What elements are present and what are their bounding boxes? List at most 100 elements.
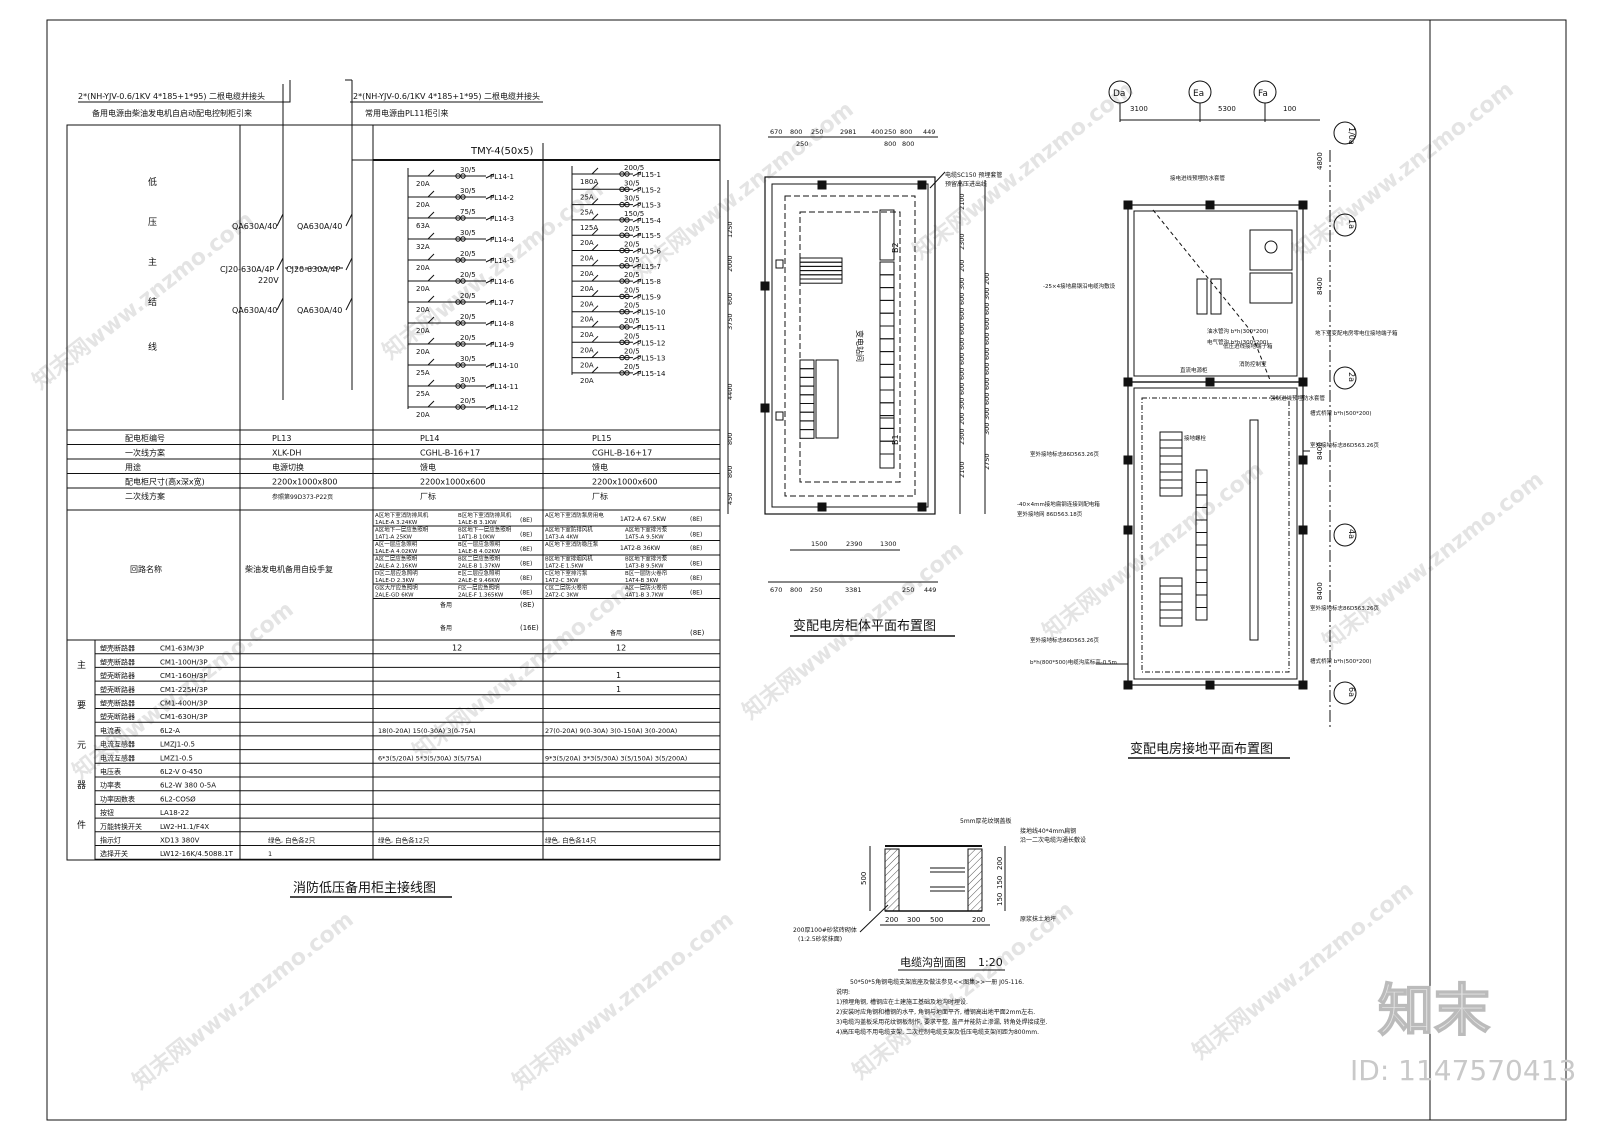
ct-symbol — [619, 217, 625, 223]
arrow-tick — [632, 339, 642, 345]
axis-label: 1/0a — [1347, 127, 1356, 145]
spare-pl14: 备用 — [440, 601, 452, 609]
pl14-branches: 20A30/5PL14-120A30/5PL14-263A75/5PL14-33… — [407, 166, 518, 419]
table-cell-pl14: 厂标 — [420, 491, 436, 501]
ct-symbol — [624, 263, 630, 269]
cabinet — [1159, 431, 1183, 441]
dim-right-value: 600 — [958, 338, 966, 350]
ct-symbol — [624, 324, 630, 330]
dim-right-value: 2300 — [958, 233, 966, 250]
trench-left-wall — [884, 848, 900, 912]
table-cell-pl15: 馈电 — [592, 462, 608, 472]
arrow-tick — [485, 299, 495, 305]
ground-note-repeat: 室外接地标志86D563.26页 — [1310, 604, 1379, 612]
single-line-title: 消防低压备用柜主接线图 — [293, 880, 436, 896]
component-model: LMZJ1-0.5 — [160, 741, 195, 749]
control-panel — [1196, 278, 1208, 315]
fuse-rating: 20A — [580, 239, 594, 247]
column — [1205, 200, 1215, 210]
table-cell-pl14: CGHL-B-16+17 — [420, 449, 480, 458]
circuit-id: PL15-13 — [637, 355, 665, 363]
ground-note: 地下室变配电房零电位接地端子箱 — [1315, 329, 1398, 337]
circuit-pl14-b-load: 1ALE-B 3.1KW — [458, 520, 497, 526]
fuse-rating: 20A — [580, 346, 594, 354]
side-char-1: 低 — [148, 176, 157, 188]
cable-right-note: 常用电源由PL11柜引来 — [365, 108, 448, 118]
fuse-rating: 20A — [416, 327, 430, 335]
table-cell-pl13: XLK-DH — [272, 449, 301, 458]
ct-symbol — [455, 278, 461, 284]
arrow-tick — [632, 232, 642, 238]
circuit-pl14-b: B区地下室消防排风机 — [458, 511, 512, 519]
components-side-char: 器 — [77, 780, 86, 791]
circuit-id: PL15-9 — [637, 293, 661, 301]
component-model: CM1-630H/3P — [160, 713, 208, 721]
feeder-left — [278, 80, 291, 103]
ground-plan-columns — [1123, 200, 1308, 690]
watermark-text: 知末网www.znzmo.com — [1318, 466, 1549, 654]
brand-logo: 知末 — [1378, 979, 1490, 1044]
cabinet — [1159, 585, 1183, 595]
ct-symbol — [624, 247, 630, 254]
ct-symbol — [460, 215, 466, 221]
dim-left-value: 800 — [726, 466, 734, 478]
branch-switch — [427, 211, 435, 219]
dim-bottom-value: 250 — [810, 586, 822, 594]
ground-loop — [1141, 397, 1290, 673]
ct-ratio: 20/5 — [624, 286, 640, 294]
dim-right-value: 600 — [958, 293, 966, 305]
ct-symbol — [455, 341, 461, 347]
ct-symbol — [619, 232, 625, 238]
contactor-right: CJ20-630A/4P — [286, 265, 341, 274]
sheet-border — [46, 19, 1567, 1121]
dim-value: 100 — [1283, 105, 1296, 113]
dim-right-value: 600 — [958, 323, 966, 335]
circuit-pl15-b: B区一层防火卷帘 — [625, 569, 668, 577]
dim-mid-value: 2390 — [846, 540, 863, 548]
cabinet — [879, 261, 895, 276]
watermark-text: 知末网www.znzmo.com — [1038, 456, 1269, 644]
components-side-char: 件 — [77, 819, 86, 831]
ct-symbol — [455, 383, 461, 389]
arrow-tick — [632, 309, 642, 315]
circuit-pl15-slots: (8E) — [690, 545, 702, 552]
ct-symbol — [460, 362, 466, 368]
cable-trench-inner — [799, 211, 901, 483]
dim-right-value: 600 — [958, 308, 966, 320]
cabinet — [1195, 607, 1208, 621]
fuse-rating: 125A — [580, 224, 598, 232]
circuit-id: PL14-3 — [490, 215, 514, 223]
component-name: 塑壳断路器 — [100, 712, 135, 721]
circuit-pl15-slots: (8E) — [690, 516, 702, 523]
table-row-label: 二次线方案 — [125, 491, 165, 501]
section-dim: 200 — [972, 916, 985, 924]
ground-note: 低压进线接地端子箱 — [1223, 342, 1273, 350]
cabinet — [1195, 469, 1208, 483]
dim-value: 5300 — [1218, 105, 1236, 113]
component-name: 功率因数表 — [100, 794, 135, 803]
section-label-wall: 200厚100#砂浆砖砌体 — [793, 926, 857, 934]
section-dim: 200 — [885, 916, 898, 924]
axis-label: 4a — [1347, 529, 1356, 539]
ct-ratio: 20/5 — [624, 225, 640, 233]
component-model: LA18-22 — [160, 809, 189, 817]
circuit-pl15-a-load: 2AT2-C 3KW — [545, 593, 579, 599]
arrow-tick — [485, 320, 495, 326]
breaker-qa-right-2: QA630A/40 — [297, 306, 342, 315]
cabinet — [1159, 439, 1183, 449]
component-pl15: 1 — [616, 671, 621, 680]
fuse-rating: 25A — [416, 369, 430, 377]
circuit-pl15-a: A区地下室消防泵房用电 — [545, 511, 604, 519]
dim-bottom-value: 3381 — [845, 586, 862, 594]
axis-label: 6a — [1347, 687, 1356, 697]
fuse-rating: 20A — [580, 255, 594, 263]
dim-right-value-b: 600 — [983, 318, 991, 330]
ct-ratio: 20/5 — [624, 241, 640, 249]
cabinet — [1159, 593, 1183, 603]
cabinet-block — [815, 359, 839, 439]
fuse-rating: 20A — [580, 362, 594, 370]
branch-switch — [591, 228, 599, 236]
ct-symbol — [619, 247, 625, 254]
circuit-pl14-a-load: 1ALE-A 4.02KW — [375, 549, 418, 555]
